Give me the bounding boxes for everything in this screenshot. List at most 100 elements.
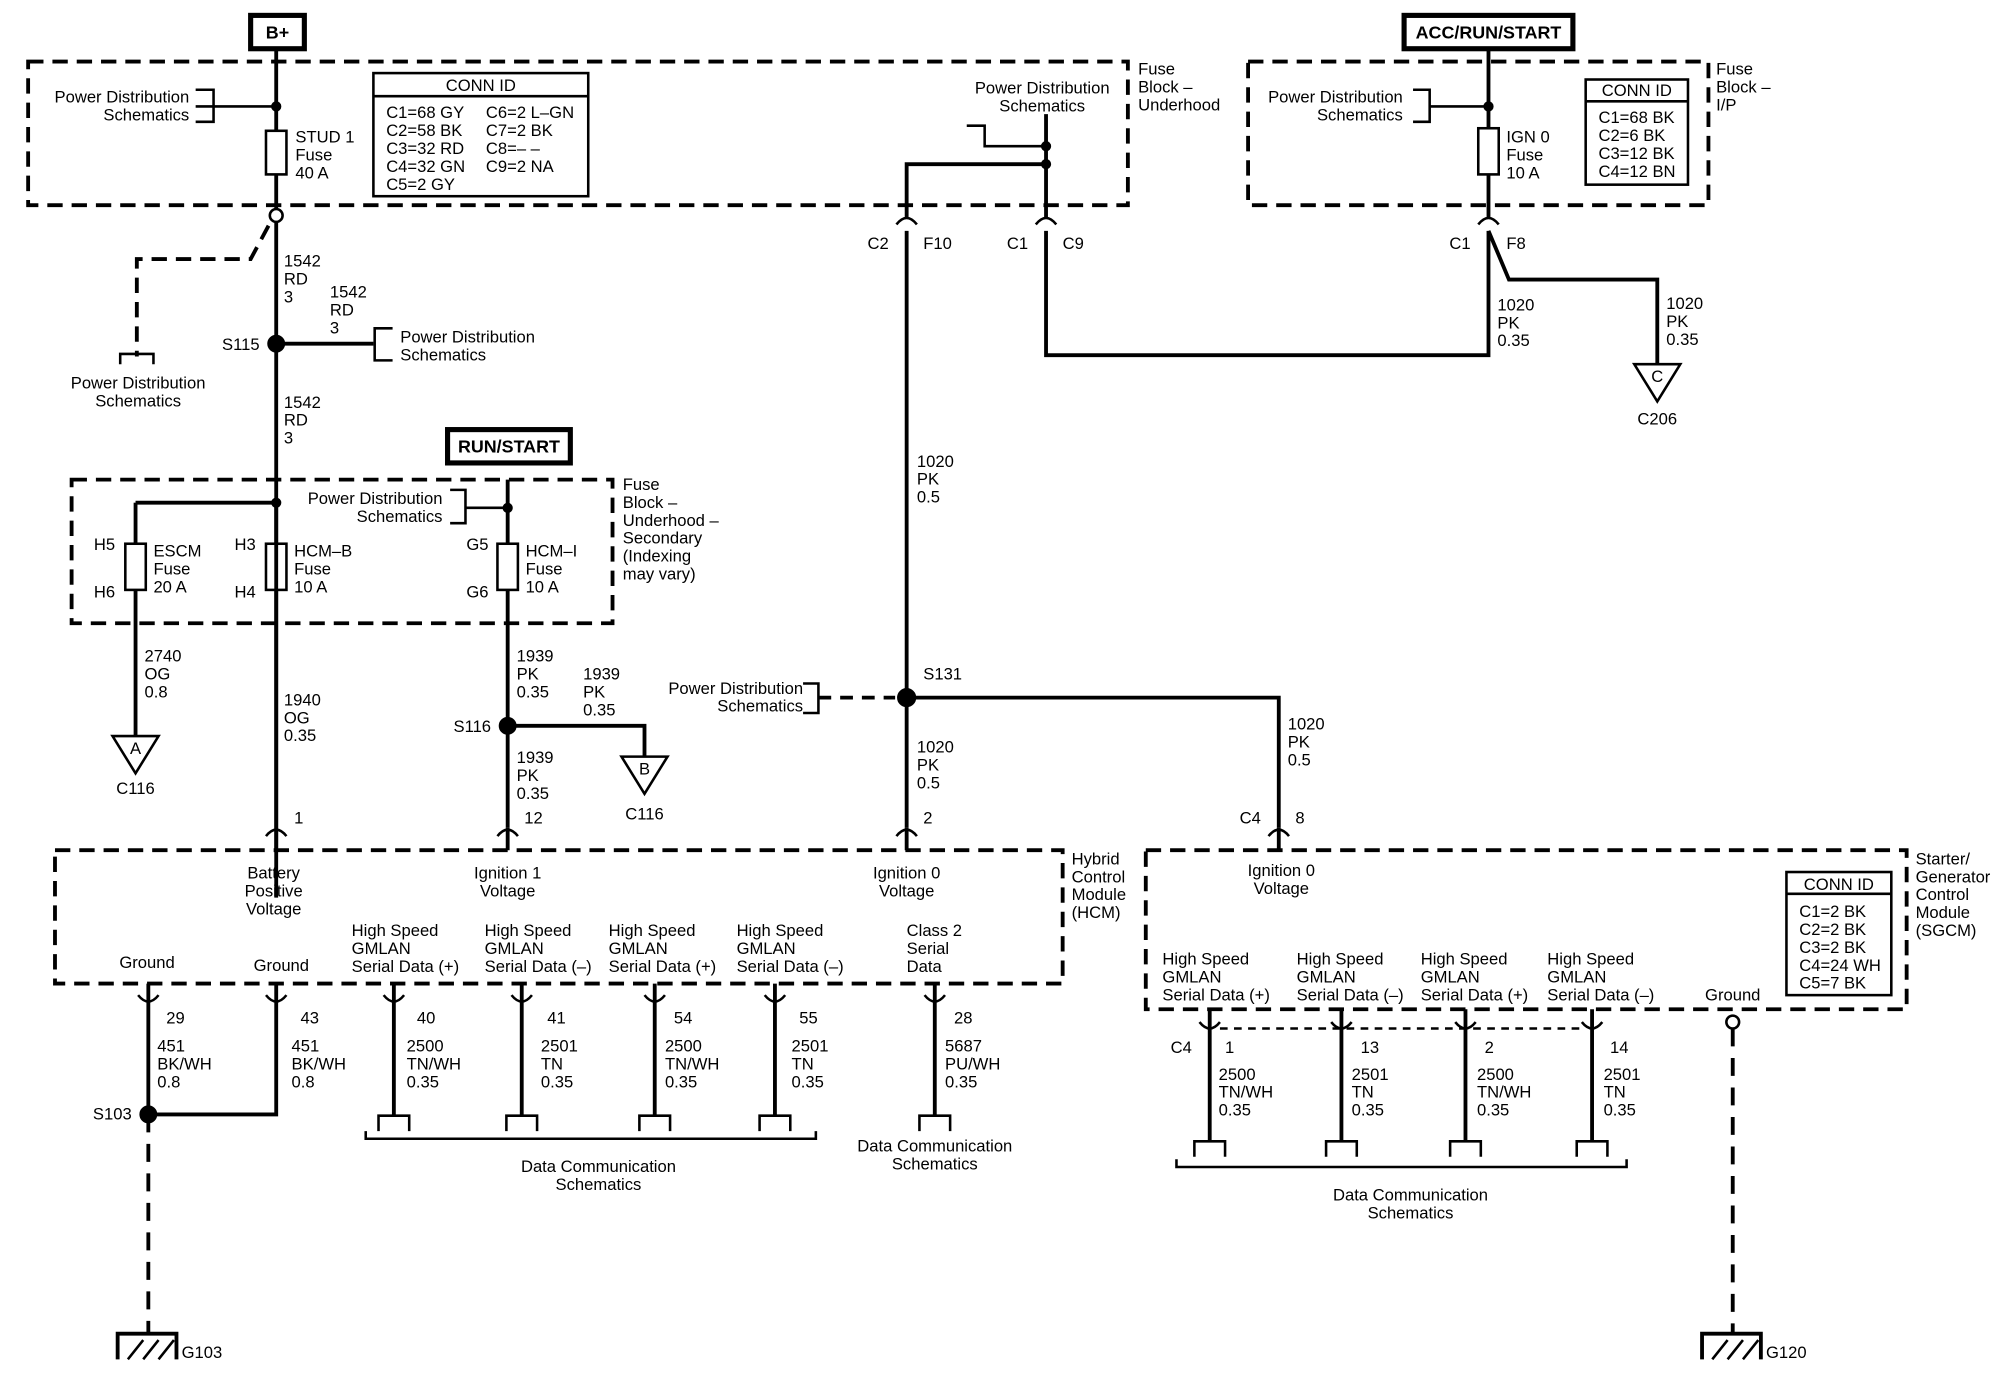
svg-text:Generator: Generator xyxy=(1916,867,1991,886)
svg-text:Block –: Block – xyxy=(1716,77,1771,96)
fuse-block-secondary-title: Fuse Block – Underhood – Secondary (Inde… xyxy=(623,475,720,584)
fuse-hcm-i-label: HCM–I Fuse 10 A xyxy=(526,542,578,597)
dcs-ref-class2: Data Communication Schematics xyxy=(857,1137,1012,1174)
svg-text:CONN ID: CONN ID xyxy=(1602,81,1672,100)
splice-s131-label: S131 xyxy=(923,665,962,684)
hcm-terminal-ground-1: Ground xyxy=(119,953,174,972)
escm-fuse-symbol xyxy=(124,542,148,592)
stud1-fuse-symbol xyxy=(264,129,288,176)
svg-text:Schematics: Schematics xyxy=(103,106,189,125)
svg-text:2501: 2501 xyxy=(1352,1065,1389,1084)
svg-text:20 A: 20 A xyxy=(153,577,187,596)
b-plus-label: B+ xyxy=(266,22,289,42)
svg-text:0.8: 0.8 xyxy=(145,683,168,702)
svg-text:14: 14 xyxy=(1610,1038,1628,1057)
svg-text:C3=12 BK: C3=12 BK xyxy=(1598,144,1674,163)
svg-text:High Speed: High Speed xyxy=(737,921,824,940)
svg-text:10 A: 10 A xyxy=(294,577,328,596)
offpage-c-letter: C xyxy=(1651,367,1663,386)
svg-text:Block –: Block – xyxy=(623,493,678,512)
svg-text:0.5: 0.5 xyxy=(917,488,940,507)
svg-text:1939: 1939 xyxy=(583,665,620,684)
svg-text:13: 13 xyxy=(1361,1038,1379,1057)
svg-text:28: 28 xyxy=(954,1008,972,1027)
svg-text:1020: 1020 xyxy=(1666,294,1703,313)
svg-text:PK: PK xyxy=(917,470,939,489)
svg-text:C4=12 BN: C4=12 BN xyxy=(1598,162,1675,181)
svg-text:12: 12 xyxy=(524,808,542,827)
svg-text:PK: PK xyxy=(917,756,939,775)
svg-text:2: 2 xyxy=(923,808,932,827)
svg-text:0.35: 0.35 xyxy=(665,1072,697,1091)
svg-text:451: 451 xyxy=(157,1037,185,1056)
svg-text:2501: 2501 xyxy=(541,1037,578,1056)
svg-text:0.35: 0.35 xyxy=(1477,1101,1509,1120)
dcs-ref-hcm-bus: Data Communication Schematics xyxy=(521,1157,676,1194)
fuse-hcm-b-label: HCM–B Fuse 10 A xyxy=(294,542,352,597)
svg-text:C5=2 GY: C5=2 GY xyxy=(386,175,455,194)
svg-text:0.35: 0.35 xyxy=(284,726,316,745)
svg-text:GMLAN: GMLAN xyxy=(352,939,411,958)
svg-text:Serial: Serial xyxy=(907,939,949,958)
svg-text:Serial Data (+): Serial Data (+) xyxy=(609,957,716,976)
svg-text:Schematics: Schematics xyxy=(1368,1203,1454,1222)
svg-text:1: 1 xyxy=(1225,1038,1234,1057)
svg-text:10 A: 10 A xyxy=(1506,163,1540,182)
svg-text:F8: F8 xyxy=(1506,234,1525,253)
svg-text:Secondary: Secondary xyxy=(623,529,703,548)
svg-text:2500: 2500 xyxy=(1477,1065,1514,1084)
svg-text:Power Distribution: Power Distribution xyxy=(400,327,535,346)
svg-text:Serial Data (–): Serial Data (–) xyxy=(737,957,844,976)
svg-text:TN/WH: TN/WH xyxy=(407,1054,461,1073)
svg-text:Schematics: Schematics xyxy=(717,697,803,716)
svg-text:PK: PK xyxy=(1288,733,1310,752)
pds-ref-s115: Power Distribution Schematics xyxy=(400,327,535,364)
svg-text:GMLAN: GMLAN xyxy=(609,939,668,958)
hcm-box xyxy=(53,848,1065,986)
svg-text:Schematics: Schematics xyxy=(400,345,486,364)
svg-text:Class 2: Class 2 xyxy=(907,921,962,940)
svg-text:2500: 2500 xyxy=(665,1037,702,1056)
svg-text:Module: Module xyxy=(1916,903,1970,922)
conn-id-ip-table xyxy=(1584,78,1690,186)
svg-text:3: 3 xyxy=(284,288,293,307)
svg-text:PK: PK xyxy=(517,665,539,684)
svg-text:GMLAN: GMLAN xyxy=(485,939,544,958)
svg-text:Voltage: Voltage xyxy=(1254,879,1309,898)
conn-id-sgcm-table xyxy=(1785,870,1893,997)
offpage-b-c116 xyxy=(619,755,670,797)
splice-s116-label: S116 xyxy=(454,717,492,736)
svg-text:1542: 1542 xyxy=(284,252,321,271)
pds-ref-ip: Power Distribution Schematics xyxy=(1268,88,1403,125)
offpage-a-c116 xyxy=(110,734,161,776)
fuse-block-ip-title: Fuse Block – I/P xyxy=(1716,59,1771,114)
offpage-a-c116-label: C116 xyxy=(116,779,154,798)
pin-labels: C2 F10 C1 C9 C1 F8 H5 H6 H3 H4 G5 G6 1 1… xyxy=(94,234,1629,1057)
svg-text:0.5: 0.5 xyxy=(1288,751,1311,770)
svg-text:H5: H5 xyxy=(94,535,115,554)
pds-ref-bplus: Power Distribution Schematics xyxy=(55,88,190,125)
svg-text:5687: 5687 xyxy=(945,1037,982,1056)
svg-text:Fuse: Fuse xyxy=(623,475,660,494)
svg-text:Fuse: Fuse xyxy=(1506,145,1543,164)
svg-text:IGN 0: IGN 0 xyxy=(1506,127,1549,146)
hcm-i-fuse-symbol xyxy=(496,542,520,592)
svg-text:High Speed: High Speed xyxy=(1421,949,1508,968)
sgcm-terminal-ign0: Ignition 0 Voltage xyxy=(1248,861,1315,898)
svg-text:PK: PK xyxy=(1666,312,1688,331)
svg-text:F10: F10 xyxy=(923,234,952,253)
svg-text:2501: 2501 xyxy=(1604,1065,1641,1084)
svg-text:RD: RD xyxy=(284,270,308,289)
